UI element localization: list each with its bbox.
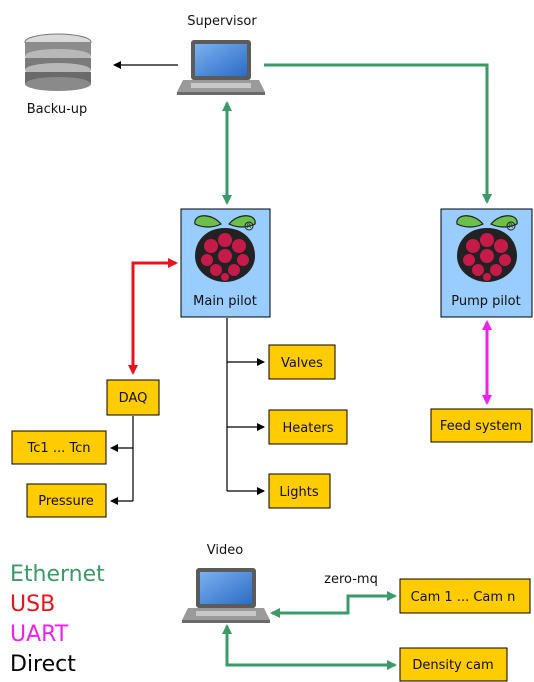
feed-system-box xyxy=(430,408,533,443)
daq-box xyxy=(106,379,160,416)
cams-label: Cam 1 ... Cam n xyxy=(411,590,516,605)
pressure-label: Pressure xyxy=(38,494,94,509)
heaters-box xyxy=(268,409,348,445)
main-pilot-daq-link xyxy=(128,258,178,375)
zero-mq-label: zero-mq xyxy=(324,572,378,587)
cams-box xyxy=(399,578,531,614)
main-pilot-label: Main pilot xyxy=(193,294,257,309)
pump-pilot-label: Pump pilot xyxy=(451,294,520,309)
lights-box xyxy=(268,473,331,509)
valves-box xyxy=(268,344,336,380)
valves-label: Valves xyxy=(281,356,323,371)
feed-system-label: Feed system xyxy=(440,419,522,434)
density-cam-label: Density cam xyxy=(412,658,493,673)
video-cams-link xyxy=(270,591,397,618)
backup-label: Backu-up xyxy=(27,102,88,117)
video-density-cam-link xyxy=(222,624,397,670)
supervisor-pump-pilot-link xyxy=(264,63,492,204)
video-label: Video xyxy=(207,543,243,558)
video-laptop-icon xyxy=(182,568,270,623)
heaters-label: Heaters xyxy=(283,421,334,436)
legend-usb: USB xyxy=(10,592,55,617)
legend-ethernet: Ethernet xyxy=(10,562,105,587)
pressure-box xyxy=(26,483,107,518)
density-cam-box xyxy=(399,647,508,682)
tc-label: Tc1 ... Tcn xyxy=(27,441,91,456)
legend-uart: UART xyxy=(10,622,69,647)
legend-direct: Direct xyxy=(10,652,76,677)
lights-label: Lights xyxy=(279,485,318,500)
daq-label: DAQ xyxy=(119,391,148,406)
backup-database-icon xyxy=(24,33,92,91)
supervisor-laptop-icon xyxy=(177,40,265,95)
supervisor-label: Supervisor xyxy=(187,14,257,29)
legend: Ethernet USB UART Direct xyxy=(10,562,105,677)
tc-box xyxy=(11,430,107,465)
